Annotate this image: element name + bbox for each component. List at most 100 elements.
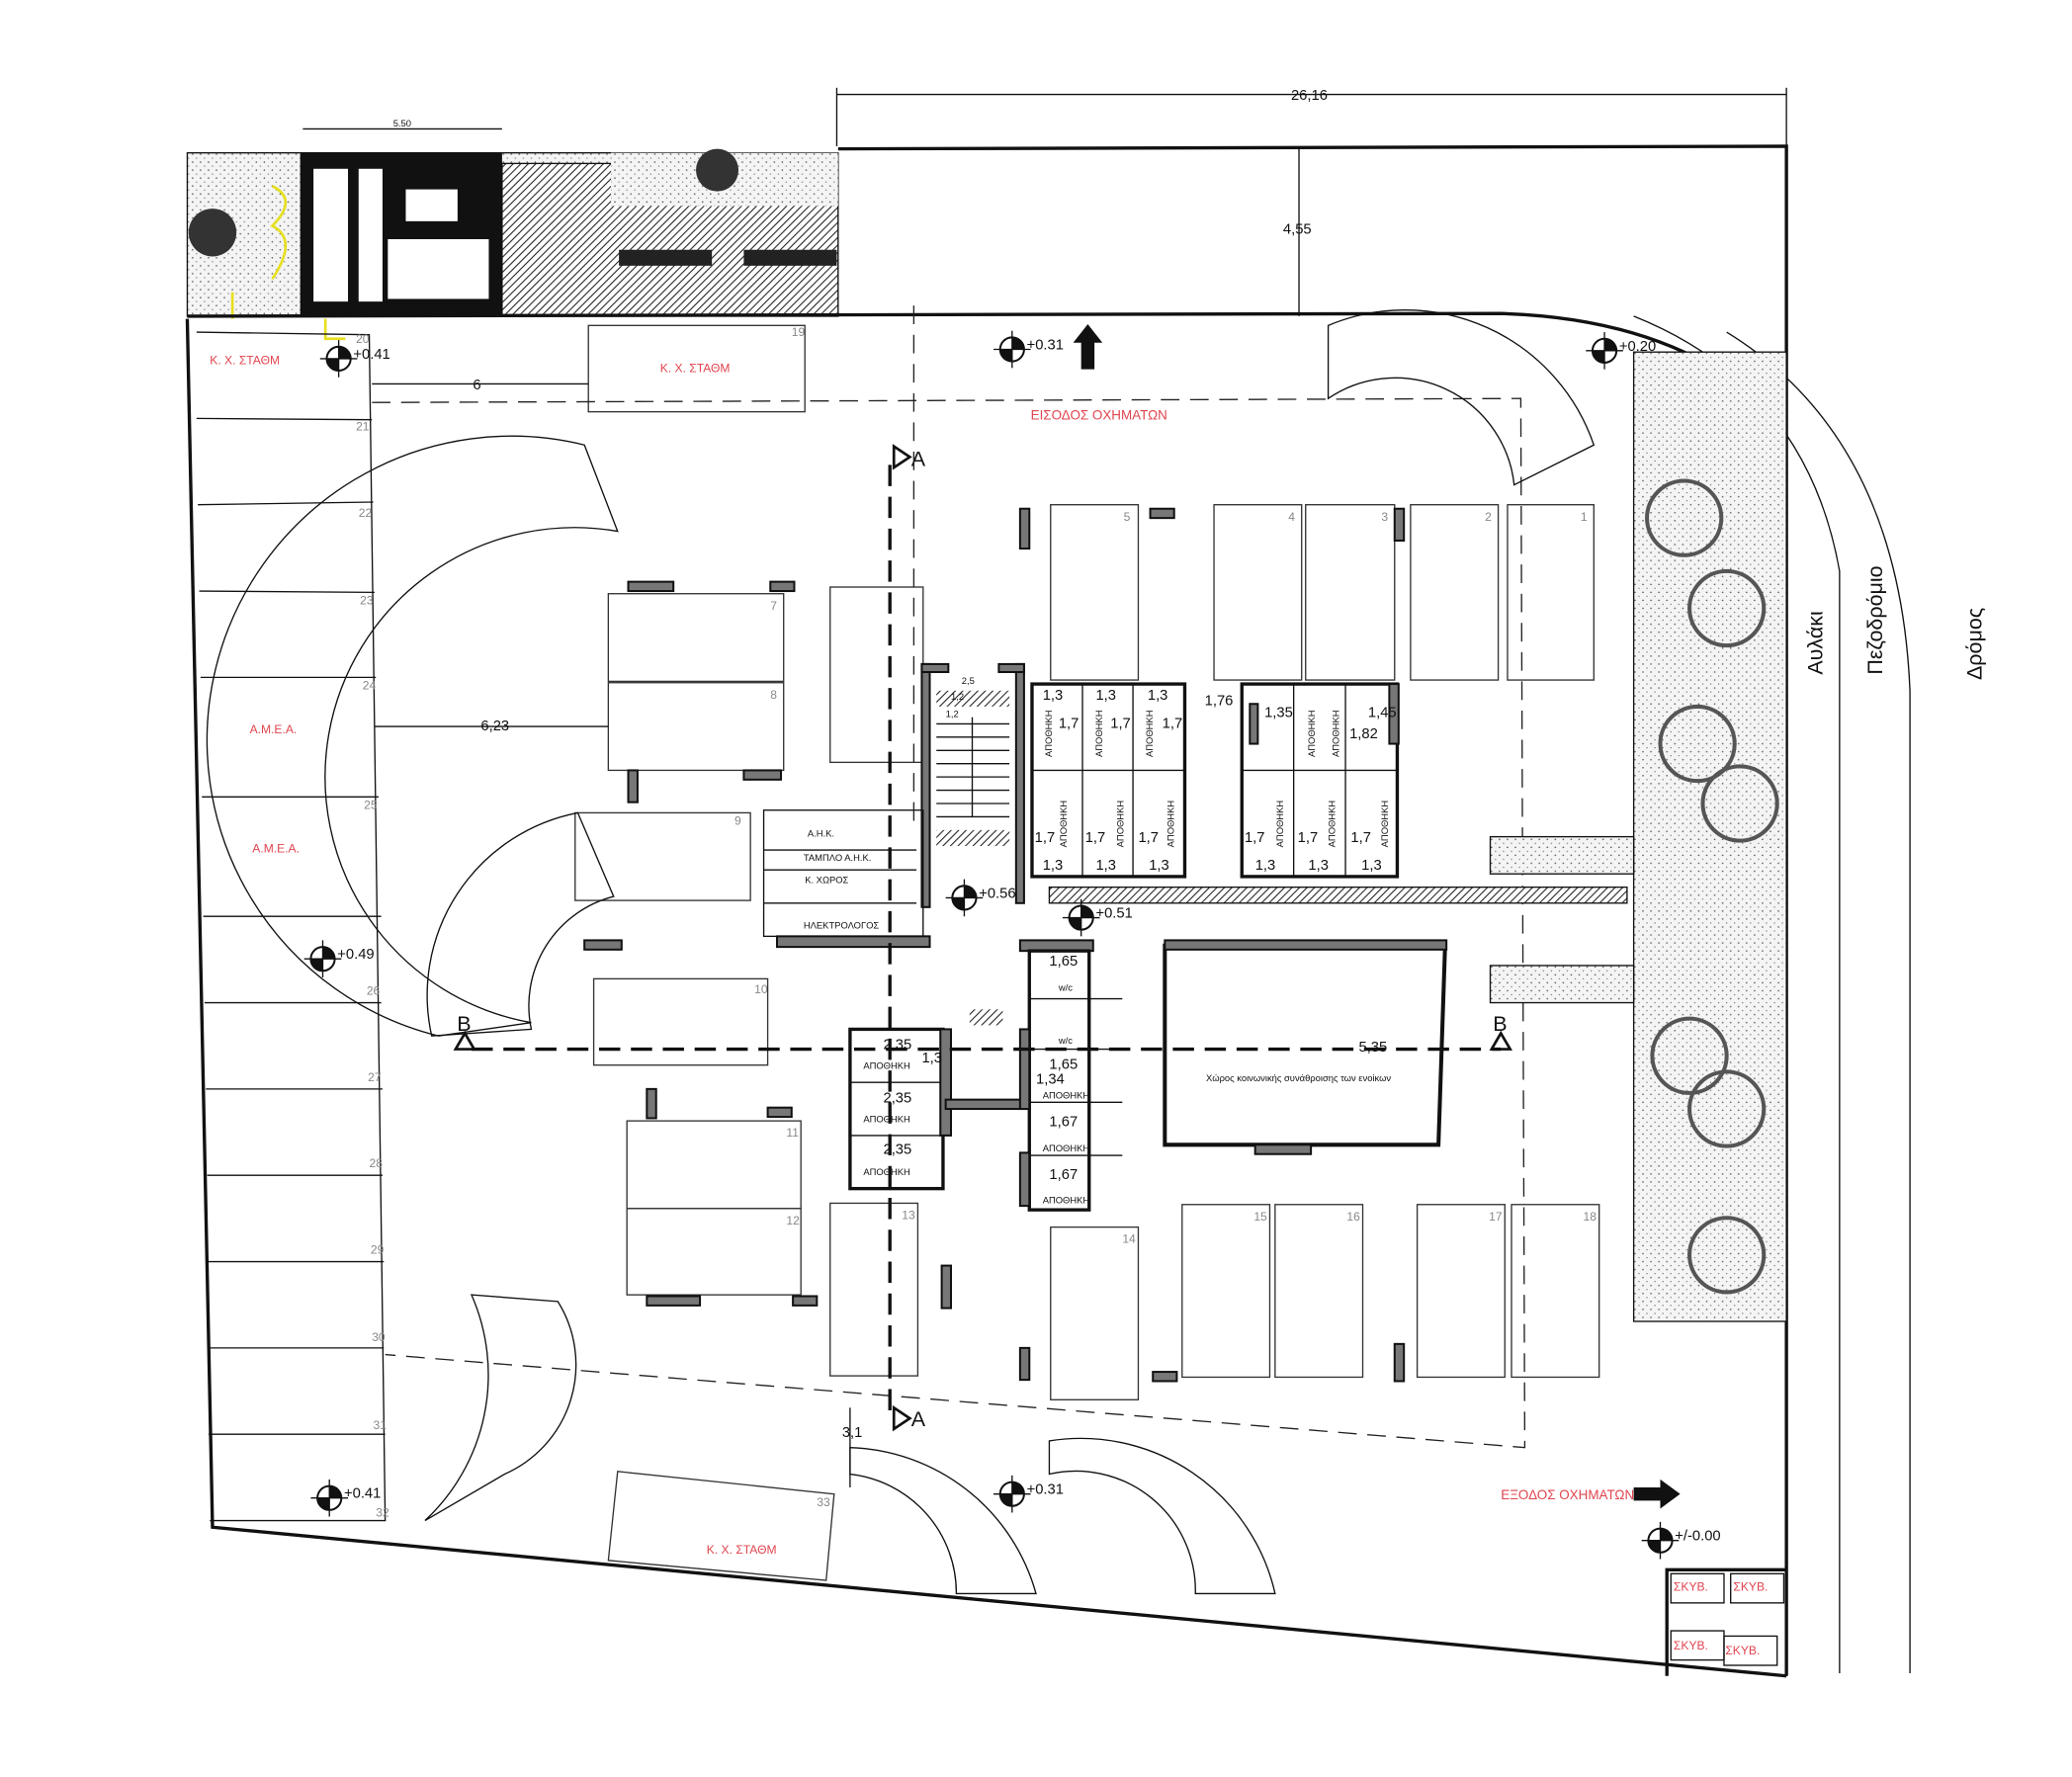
entrance-arrow-icon bbox=[1073, 323, 1103, 370]
loading-bay-label: Κ. Χ. ΣΤΑΘΜ bbox=[210, 353, 280, 367]
level-value: +0.41 bbox=[353, 347, 389, 363]
loading-bay-label: Κ. Χ. ΣΤΑΘΜ bbox=[707, 1543, 777, 1557]
dim-storage-d: 1,7 bbox=[1298, 830, 1319, 846]
room-ahk-panel: ΤΑΜΠΛΟ Α.Η.Κ. bbox=[804, 852, 872, 863]
left-parking-row bbox=[196, 331, 387, 1522]
dim-st-c: 1,82 bbox=[1349, 726, 1378, 742]
level-value: +0.31 bbox=[1027, 1482, 1064, 1498]
parking-number: 32 bbox=[376, 1506, 389, 1520]
parking-number: 30 bbox=[372, 1330, 386, 1344]
stair-core: 2,5 1,2 1,2 bbox=[920, 662, 1025, 1026]
accessible-parking-label: Α.Μ.Ε.Α. bbox=[250, 722, 298, 736]
level-marker-icon: +0.31 bbox=[993, 330, 1064, 369]
wc-label: w/c bbox=[1058, 1035, 1073, 1046]
dim-storage-w: 1,3 bbox=[1361, 858, 1382, 874]
parking-number: 5 bbox=[1124, 510, 1131, 524]
parking-stalls bbox=[574, 324, 1600, 1581]
bin-area: ΣΚΥΒ. ΣΚΥΒ. ΣΚΥΒ. ΣΚΥΒ. bbox=[1665, 1567, 1787, 1676]
tree-icon bbox=[1645, 478, 1724, 557]
parking-number: 21 bbox=[356, 419, 370, 433]
dim-storage-d: 1,7 bbox=[1138, 830, 1159, 846]
parking-number: 7 bbox=[770, 599, 777, 613]
dim-st-b: 1,45 bbox=[1368, 706, 1397, 721]
level-value: +0.51 bbox=[1095, 906, 1132, 922]
tree-icon bbox=[696, 148, 739, 192]
wc-label: w/c bbox=[1058, 981, 1073, 992]
level-marker-icon: +0.20 bbox=[1586, 332, 1656, 370]
room-ahk: Α.Η.Κ. bbox=[808, 828, 834, 839]
tree-icon bbox=[188, 209, 237, 257]
parking-number: 22 bbox=[359, 506, 373, 520]
section-b-right: B bbox=[1493, 1012, 1507, 1036]
dim-kiosk-width: 5.50 bbox=[393, 118, 411, 128]
dim-storage-w: 1,3 bbox=[1149, 858, 1169, 874]
section-a-bottom: A bbox=[911, 1407, 926, 1431]
level-markers: +0.41+0.31+0.20+0.49+0.56+0.51+0.41+0.31… bbox=[303, 330, 1721, 1560]
dim-st-right: 1,65 bbox=[1049, 1058, 1078, 1073]
parking-number: 27 bbox=[368, 1070, 382, 1084]
parking-number: 15 bbox=[1253, 1210, 1267, 1224]
storage-label: ΑΠΟΘΗΚΗ bbox=[1166, 801, 1176, 848]
dim-top-setback: 4,55 bbox=[1283, 222, 1312, 238]
label-ditch: Αυλάκι bbox=[1803, 611, 1827, 675]
parking-number: 1 bbox=[1581, 510, 1588, 524]
community-room-label: Χώρος κοινωνικής συνάθροισης των ενοίκων bbox=[1206, 1072, 1391, 1083]
storage-label: ΑΠΟΘΗΚΗ bbox=[1379, 801, 1390, 848]
dim-storage-w: 1,3 bbox=[1148, 688, 1168, 704]
level-marker-icon: +0.31 bbox=[993, 1475, 1064, 1513]
parking-number: 28 bbox=[370, 1156, 384, 1170]
storage-block-top: 1,3 1,3 1,3 1,7 1,7 1,7 1,76 1,35 1,45 1… bbox=[1030, 682, 1400, 879]
dim-aisle-left: 6,23 bbox=[480, 719, 509, 734]
level-value: +0.56 bbox=[979, 886, 1015, 901]
dim-storage-d: 1,7 bbox=[1059, 716, 1079, 731]
label-road: Δρόμος bbox=[1963, 608, 1987, 680]
dim-storage-w: 1,3 bbox=[1308, 858, 1329, 874]
storage-label: ΑΠΟΘΗΚΗ bbox=[1043, 1194, 1090, 1205]
section-a-top: A bbox=[911, 448, 926, 471]
dim-stair-b: 1,2 bbox=[951, 691, 964, 702]
utility-rooms: Α.Η.Κ. ΤΑΜΠΛΟ Α.Η.Κ. Κ. ΧΩΡΟΣ ΗΛΕΚΤΡΟΛΟΓ… bbox=[762, 809, 931, 949]
section-b-line: B B bbox=[453, 1012, 1513, 1052]
parking-number: 2 bbox=[1485, 510, 1492, 524]
top-strip: 5.50 bbox=[186, 118, 839, 341]
vehicle-exit-label: ΕΞΟΔΟΣ ΟΧΗΜΑΤΩΝ bbox=[1501, 1487, 1634, 1502]
parking-number: 11 bbox=[786, 1126, 799, 1140]
dim-storage-w: 1,3 bbox=[1095, 688, 1116, 704]
parking-number: 3 bbox=[1381, 510, 1388, 524]
parking-number: 12 bbox=[786, 1214, 800, 1227]
storage-label: ΑΠΟΘΗΚΗ bbox=[863, 1060, 910, 1071]
parking-number: 9 bbox=[734, 814, 741, 828]
column-walls bbox=[583, 507, 1406, 1383]
dim-wc: 1,65 bbox=[1049, 954, 1078, 970]
parking-number: 14 bbox=[1122, 1232, 1136, 1246]
dim-stair-a: 2,5 bbox=[962, 675, 975, 686]
storage-label: ΑΠΟΘΗΚΗ bbox=[863, 1113, 910, 1124]
dim-stair-c: 1,2 bbox=[946, 709, 959, 719]
level-marker-icon: +0.56 bbox=[945, 879, 1016, 917]
storage-label: ΑΠΟΘΗΚΗ bbox=[1093, 710, 1104, 757]
covered-corridor bbox=[1048, 886, 1628, 904]
storage-label: ΑΠΟΘΗΚΗ bbox=[1306, 710, 1317, 757]
bin-label: ΣΚΥΒ. bbox=[1674, 1639, 1708, 1652]
bin-label: ΣΚΥΒ. bbox=[1733, 1580, 1768, 1594]
tree-icon bbox=[1687, 1216, 1767, 1295]
dim-st-right: 1,67 bbox=[1049, 1167, 1078, 1183]
room-k-space: Κ. ΧΩΡΟΣ bbox=[805, 875, 848, 886]
garden-strip bbox=[1632, 351, 1787, 1322]
dim-ramp: 3,1 bbox=[842, 1425, 863, 1441]
parking-number: 4 bbox=[1288, 510, 1295, 524]
dim-storage-d: 1,7 bbox=[1245, 830, 1265, 846]
dim-st-left: 2,35 bbox=[883, 1142, 911, 1158]
dim-storage-d: 1,7 bbox=[1035, 830, 1056, 846]
parking-number: 24 bbox=[363, 678, 377, 692]
dim-storage-w: 1,3 bbox=[1043, 858, 1064, 874]
storage-label: ΑΠΟΘΗΚΗ bbox=[1274, 801, 1285, 848]
tree-icon bbox=[1650, 1016, 1729, 1095]
section-a-line: A A bbox=[888, 444, 926, 1432]
bin-label: ΣΚΥΒ. bbox=[1725, 1644, 1760, 1657]
level-marker-icon: +0.49 bbox=[303, 940, 375, 978]
parking-number: 31 bbox=[374, 1418, 388, 1432]
dim-storage-d: 1,7 bbox=[1085, 830, 1106, 846]
storage-label: ΑΠΟΘΗΚΗ bbox=[1043, 1089, 1090, 1100]
